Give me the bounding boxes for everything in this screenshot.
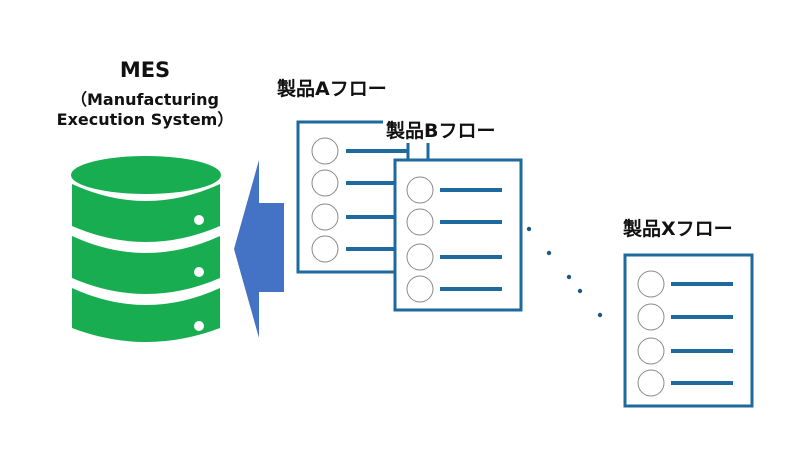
mes-subtitle-line1: （Manufacturing (70, 90, 219, 109)
document-flow-a (296, 120, 410, 274)
left-arrow-icon (234, 160, 284, 338)
database-led (194, 267, 204, 277)
step-circle (311, 235, 339, 263)
document-flow-b (393, 158, 523, 312)
mes-subtitle-line2: Execution System） (56, 110, 234, 129)
flow-x-label: 製品Xフロー (620, 214, 736, 241)
flow-b-label: 製品Bフロー (383, 116, 499, 143)
database-top-cap (71, 156, 221, 194)
ellipsis-dot (546, 250, 552, 256)
mes-title: MES (119, 58, 171, 82)
database-segment-middle (72, 236, 220, 294)
database-led (194, 215, 204, 225)
step-circle (406, 208, 434, 236)
step-circle (406, 243, 434, 271)
ellipsis-dot (597, 312, 603, 318)
step-circle (406, 275, 434, 303)
ellipsis-dots (526, 226, 603, 318)
step-circle (311, 169, 339, 197)
document-flow-x (623, 253, 754, 408)
step-circle (637, 303, 665, 331)
database-icon (71, 156, 221, 342)
step-circle (637, 337, 665, 365)
ellipsis-dot (577, 288, 583, 294)
database-segment-bottom (72, 288, 220, 342)
database-segment-top (72, 184, 220, 242)
step-circle (311, 137, 339, 165)
database-led (194, 321, 204, 331)
step-circle (637, 369, 665, 397)
ellipsis-dot (566, 274, 572, 280)
ellipsis-dot (526, 226, 532, 232)
step-circle (637, 270, 665, 298)
flow-a-label: 製品Aフロー (274, 74, 390, 101)
step-circle (311, 203, 339, 231)
step-circle (406, 176, 434, 204)
